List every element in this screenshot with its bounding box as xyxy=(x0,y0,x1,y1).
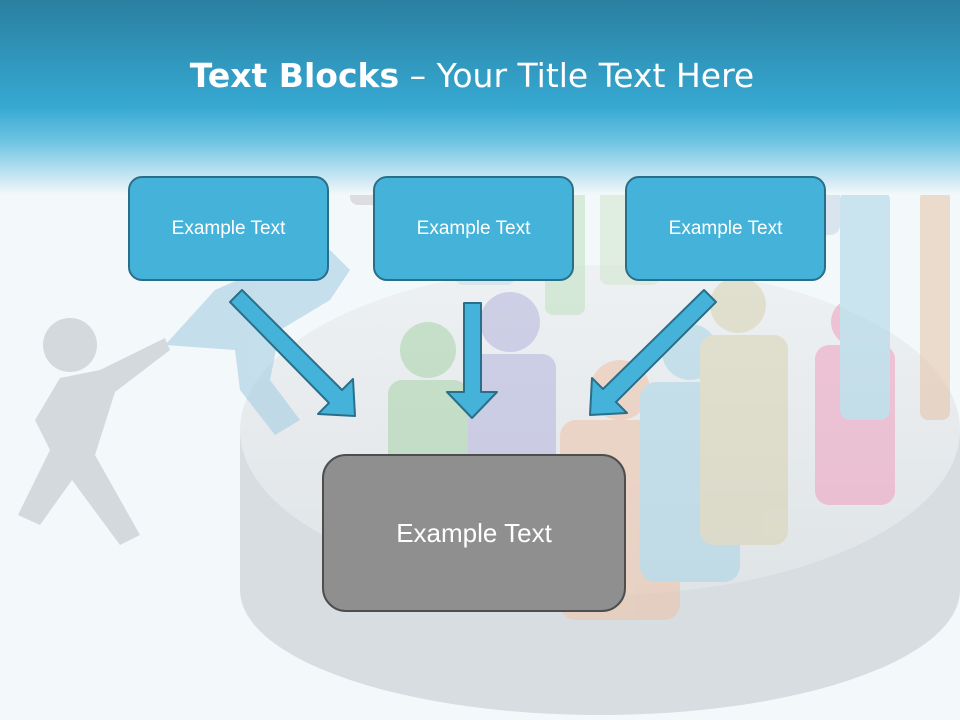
text-block-left-label: Example Text xyxy=(171,217,286,239)
text-block-right-label: Example Text xyxy=(668,217,783,239)
title-dash: – xyxy=(399,56,437,95)
slide-title: Text Blocks – Your Title Text Here xyxy=(0,54,944,98)
climbing-person-icon xyxy=(18,318,170,545)
text-block-right[interactable]: Example Text xyxy=(625,176,826,281)
title-bold: Text Blocks xyxy=(189,56,400,95)
person-blue-far-icon xyxy=(840,190,890,420)
text-block-bottom[interactable]: Example Text xyxy=(322,454,626,612)
text-block-center-label: Example Text xyxy=(416,217,531,239)
person-tan-far-icon xyxy=(920,190,950,420)
title-rest: Your Title Text Here xyxy=(436,56,755,95)
header-band xyxy=(0,0,960,195)
text-block-bottom-label: Example Text xyxy=(396,517,552,548)
text-block-left[interactable]: Example Text xyxy=(128,176,329,281)
text-block-center[interactable]: Example Text xyxy=(373,176,574,281)
person-tan-icon xyxy=(700,277,788,545)
